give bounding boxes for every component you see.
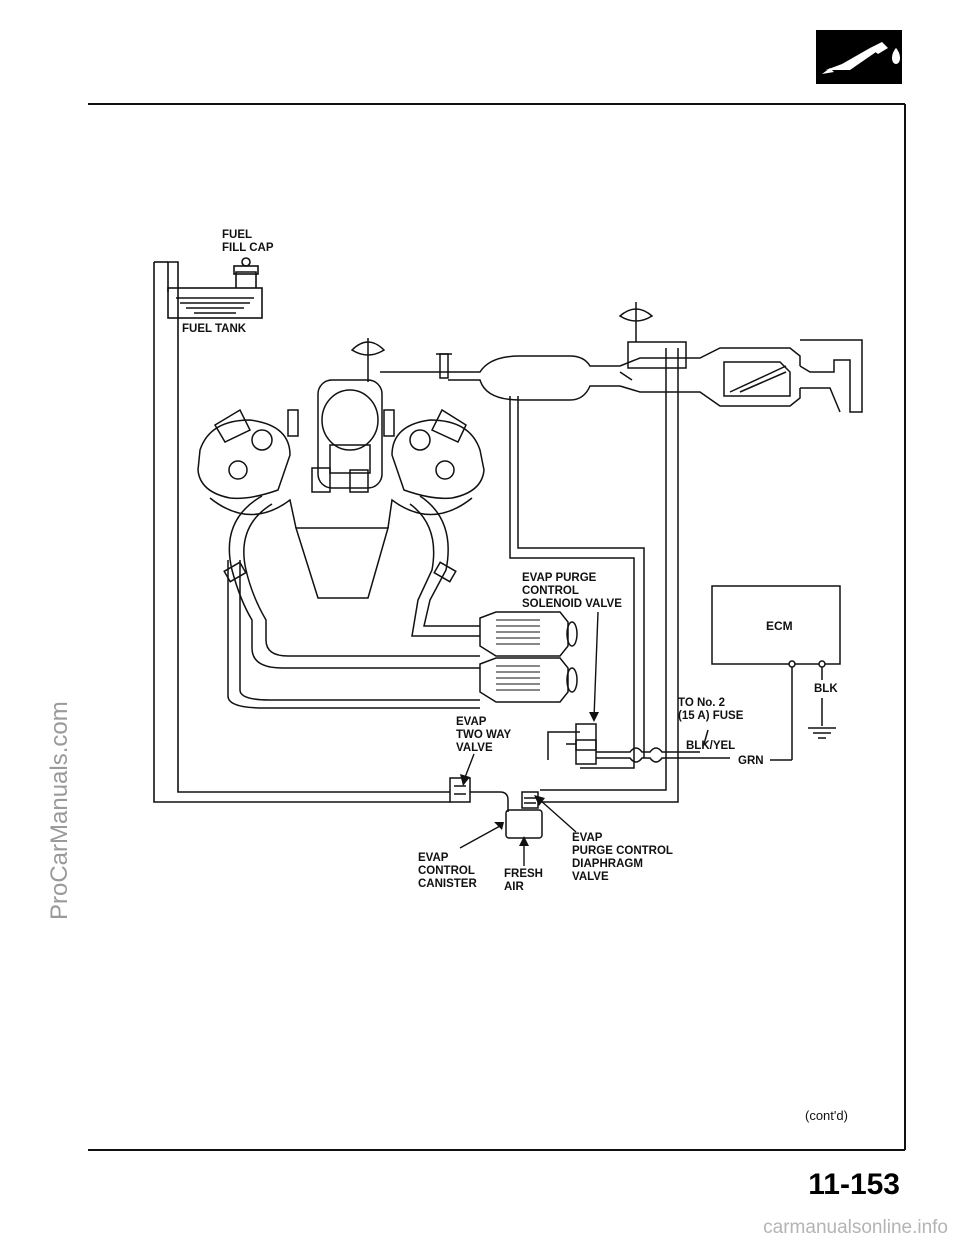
watermark-bottom: carmanualsonline.info	[763, 1217, 948, 1238]
page-frame	[88, 103, 906, 1151]
label-evap-purge-diaphragm-valve: EVAP PURGE CONTROL DIAPHRAGM VALVE	[572, 832, 673, 883]
label-evap-purge-solenoid-valve: EVAP PURGE CONTROL SOLENOID VALVE	[522, 572, 622, 610]
label-evap-two-way-valve: EVAP TWO WAY VALVE	[456, 716, 512, 754]
label-fuel-fill-cap: FUEL FILL CAP	[222, 229, 274, 254]
label-blk: BLK	[814, 683, 838, 695]
engine-group	[197, 302, 863, 839]
leader-lines	[459, 611, 599, 866]
label-fresh-air: FRESH AIR	[504, 868, 543, 893]
page-number: 11-153	[808, 1168, 900, 1201]
continued-note: (cont'd)	[805, 1108, 848, 1123]
label-grn: GRN	[738, 755, 764, 767]
label-ecm: ECM	[766, 619, 793, 633]
catalytic-converters	[479, 611, 578, 703]
watermark-left: ProCarManuals.com	[6, 520, 73, 920]
fuel-tank	[167, 287, 263, 319]
label-to-fuse: TO No. 2 (15 A) FUSE	[678, 697, 744, 722]
fuel-tank-group	[153, 257, 450, 803]
watermark-left-text: ProCarManuals.com	[46, 701, 73, 920]
label-blk-yel: BLK/YEL	[686, 740, 736, 752]
label-evap-control-canister: EVAP CONTROL CANISTER	[418, 852, 477, 890]
fuel-nozzle-icon	[816, 30, 902, 84]
label-fuel-tank: FUEL TANK	[182, 323, 247, 335]
